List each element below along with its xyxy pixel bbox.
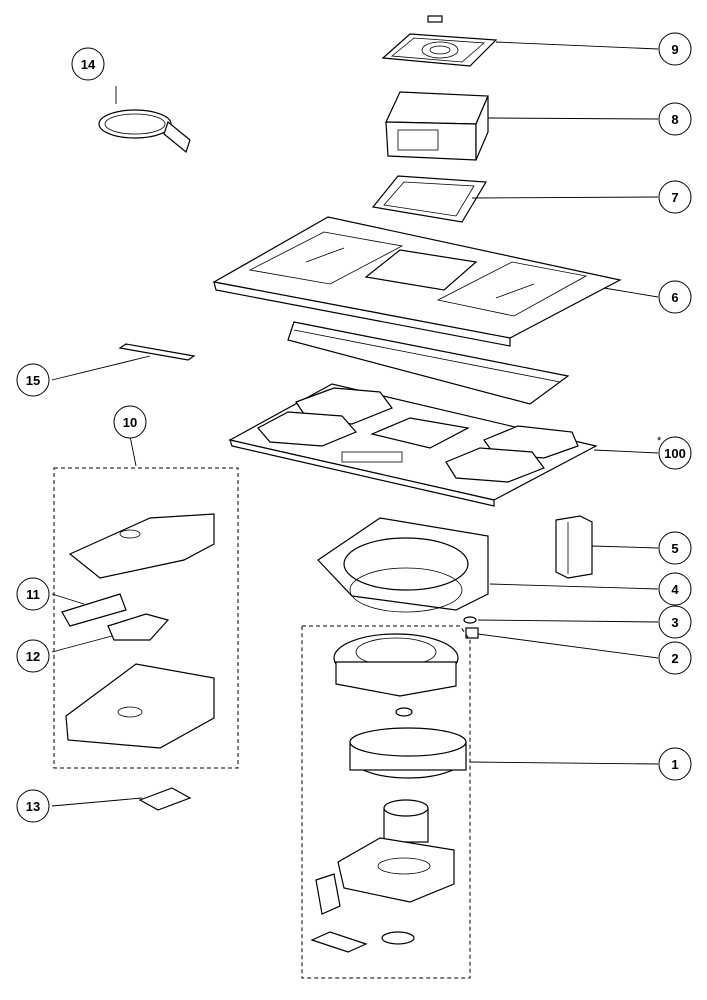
callout-5: 5 — [658, 531, 692, 565]
callout-6: 6 — [658, 280, 692, 314]
callout-7: 7 — [658, 180, 692, 214]
callout-15: 15 — [16, 363, 50, 397]
callout-label-8: 8 — [671, 112, 678, 127]
callout-4: 4 — [658, 572, 692, 606]
part-3-ring — [463, 616, 477, 624]
part-6-glass-top — [212, 216, 622, 347]
callout-label-12: 12 — [26, 649, 40, 664]
callout-9: 9 — [658, 32, 692, 66]
callout-12: 12 — [16, 639, 50, 673]
callout-label-13: 13 — [26, 799, 40, 814]
callout-3: 3 — [658, 605, 692, 639]
callout-label-100: 100 — [664, 446, 686, 461]
callout-8: 8 — [658, 102, 692, 136]
callout-label-5: 5 — [671, 541, 678, 556]
callout-100: 100 * — [657, 435, 692, 470]
part-14-tape-ring — [98, 109, 191, 154]
callout-13: 13 — [16, 789, 50, 823]
callout-label-14: 14 — [81, 57, 96, 72]
callout-label-3: 3 — [671, 615, 678, 630]
callout-11: 11 — [16, 577, 50, 611]
part-15-bar — [118, 343, 196, 361]
callout-label-9: 9 — [671, 42, 678, 57]
callout-label-4: 4 — [671, 582, 679, 597]
part-7-frame — [371, 175, 488, 223]
callout-label-10: 10 — [123, 415, 137, 430]
part-10-electronics-assembly — [53, 467, 239, 769]
callout-label-6: 6 — [671, 290, 678, 305]
callout-label-11: 11 — [26, 587, 40, 602]
callout-label-15: 15 — [26, 373, 40, 388]
part-100-induction-plate — [228, 383, 598, 507]
part-13-connector — [138, 787, 192, 811]
callout-2: 2 — [658, 641, 692, 675]
callout-10: 10 — [113, 405, 147, 439]
callout-label-2: 2 — [671, 651, 678, 666]
part-2-bushing — [465, 627, 479, 639]
part-9-grille — [381, 15, 498, 67]
callout-label-1: 1 — [671, 757, 678, 772]
part-5-bracket — [555, 515, 593, 579]
asterisk-marker: * — [657, 435, 662, 447]
support-channel — [287, 321, 570, 405]
part-1-blower-assembly — [301, 625, 471, 979]
part-4-fan-housing — [317, 517, 489, 613]
callout-1: 1 — [658, 747, 692, 781]
callout-14: 14 — [71, 47, 105, 81]
leader-lines — [51, 41, 659, 807]
part-8-filter-box — [385, 91, 489, 161]
callout-label-7: 7 — [671, 190, 678, 205]
